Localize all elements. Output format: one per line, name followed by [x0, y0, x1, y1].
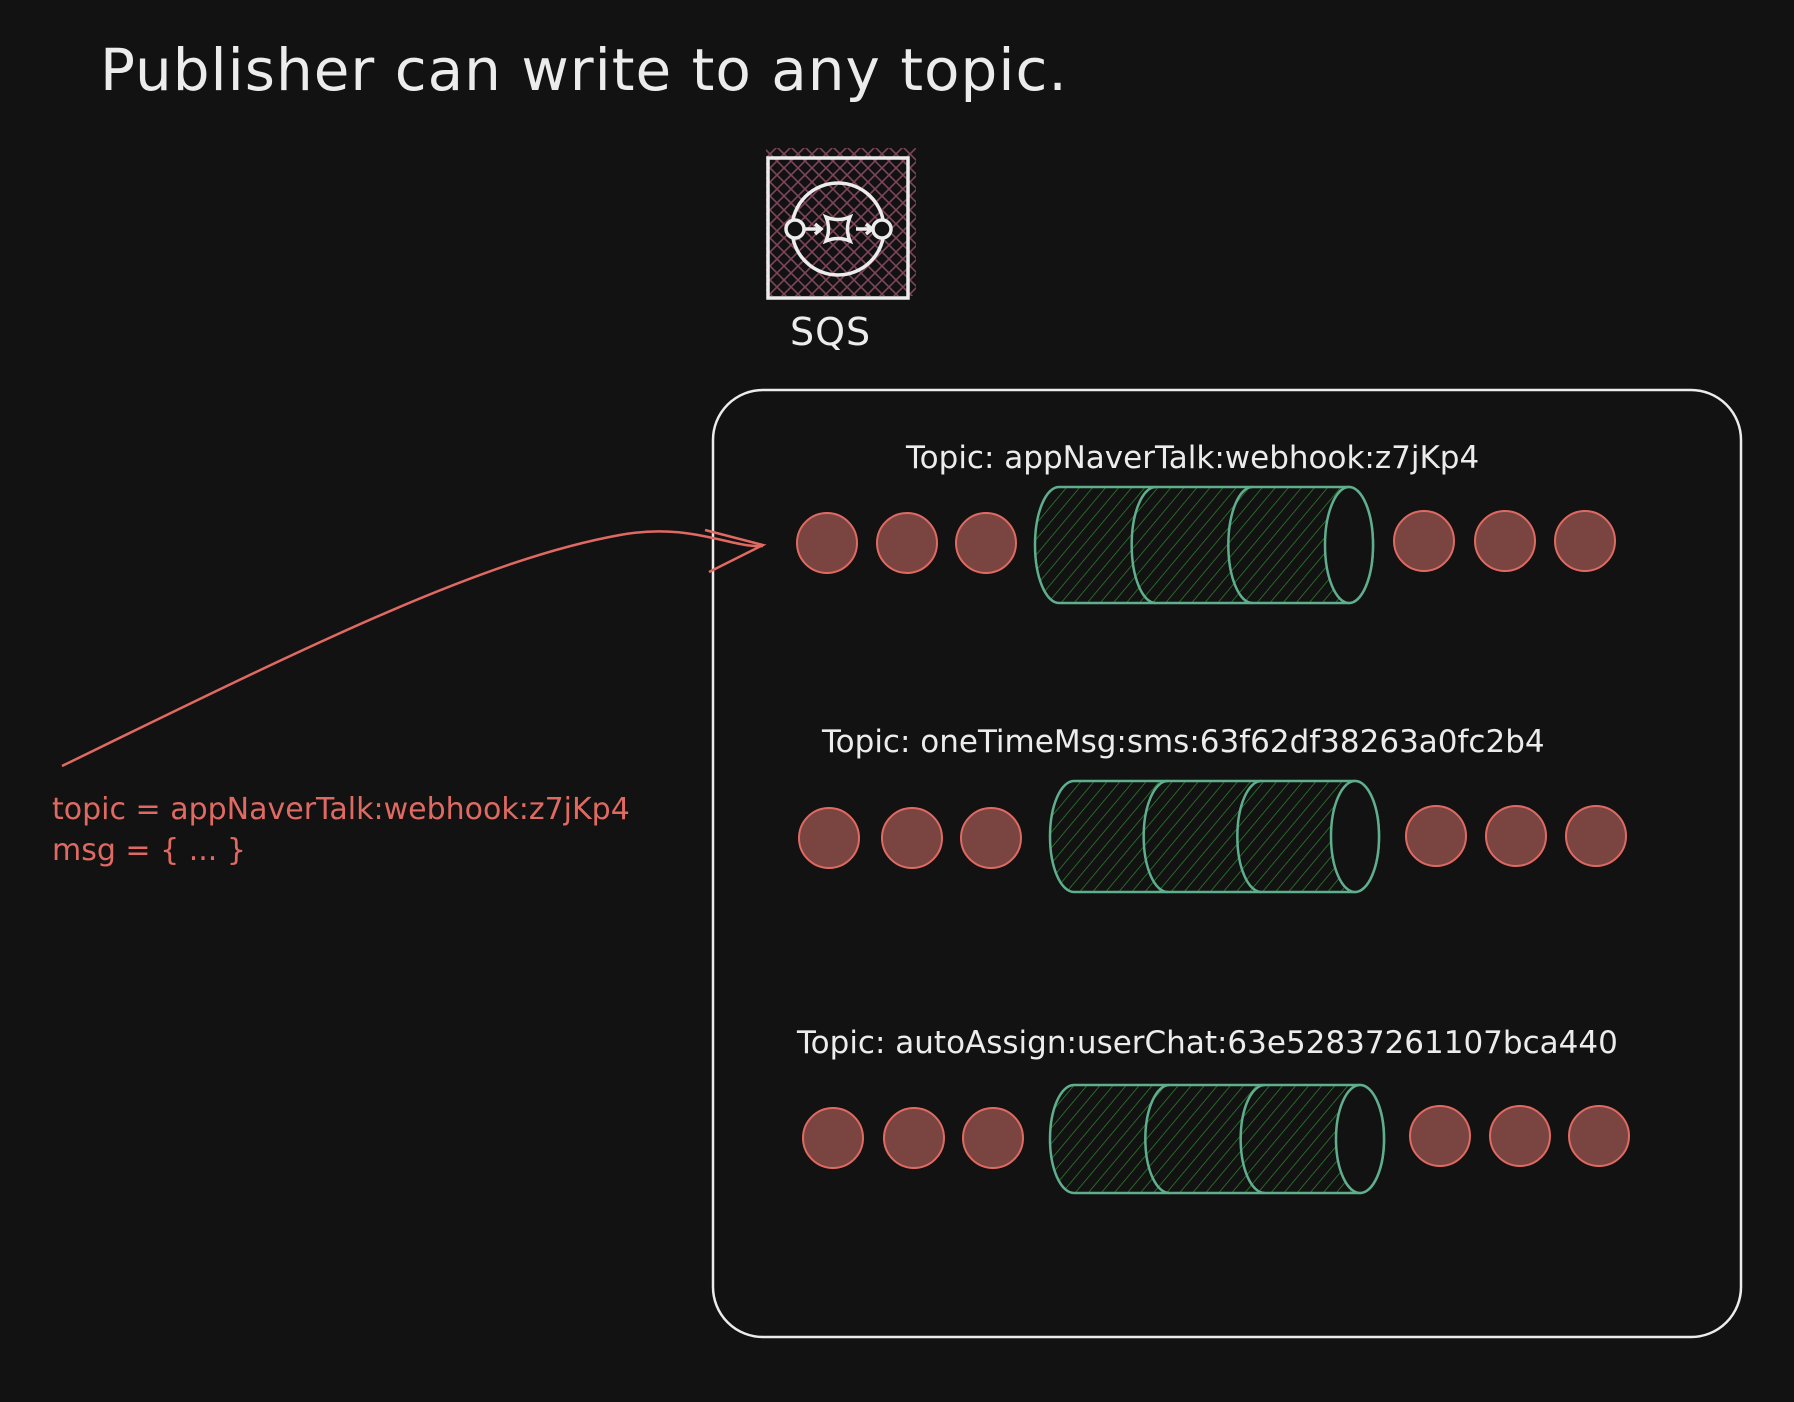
topic-label: Topic: oneTimeMsg:sms:63f62df38263a0fc2b… — [822, 724, 1545, 760]
queue-segment — [1144, 1083, 1170, 1195]
queue-cylinder — [1033, 485, 1375, 605]
topic-row — [796, 485, 1616, 605]
queue-segment — [1227, 485, 1253, 605]
topic-row — [798, 779, 1627, 894]
message-circle — [960, 807, 1022, 869]
queue-cylinder — [1048, 1083, 1386, 1195]
message-circle — [1474, 510, 1536, 572]
topic-label: Topic: appNaverTalk:webhook:z7jKp4 — [906, 440, 1480, 476]
queue-segment — [1142, 779, 1168, 894]
queue-segment — [1236, 779, 1262, 894]
message-circle — [1485, 805, 1547, 867]
message-circle — [1568, 1105, 1630, 1167]
sqs-label: SQS — [790, 310, 872, 354]
message-circle — [1554, 510, 1616, 572]
message-circle — [955, 512, 1017, 574]
topics-container — [711, 388, 1743, 1339]
message-circle — [1405, 805, 1467, 867]
queue-segment — [1239, 1083, 1265, 1195]
message-circle — [798, 807, 860, 869]
publisher-msg-text: msg = { ... } — [52, 833, 246, 868]
message-circle — [1565, 805, 1627, 867]
message-circle — [802, 1107, 864, 1169]
message-circle — [1409, 1105, 1471, 1167]
message-circle — [796, 512, 858, 574]
publisher-topic-text: topic = appNaverTalk:webhook:z7jKp4 — [52, 792, 630, 827]
message-circle — [1489, 1105, 1551, 1167]
publish-arrow — [61, 528, 767, 768]
message-circle — [962, 1107, 1024, 1169]
message-circle — [883, 1107, 945, 1169]
topic-label: Topic: autoAssign:userChat:63e5283726110… — [797, 1025, 1618, 1061]
message-circle — [876, 512, 938, 574]
queue-segment — [1130, 485, 1156, 605]
sqs-queue-icon — [766, 148, 916, 300]
queue-cylinder — [1048, 779, 1381, 894]
topic-row — [802, 1083, 1630, 1195]
message-circle — [1393, 510, 1455, 572]
message-circle — [881, 807, 943, 869]
page-title: Publisher can write to any topic. — [100, 36, 1068, 104]
